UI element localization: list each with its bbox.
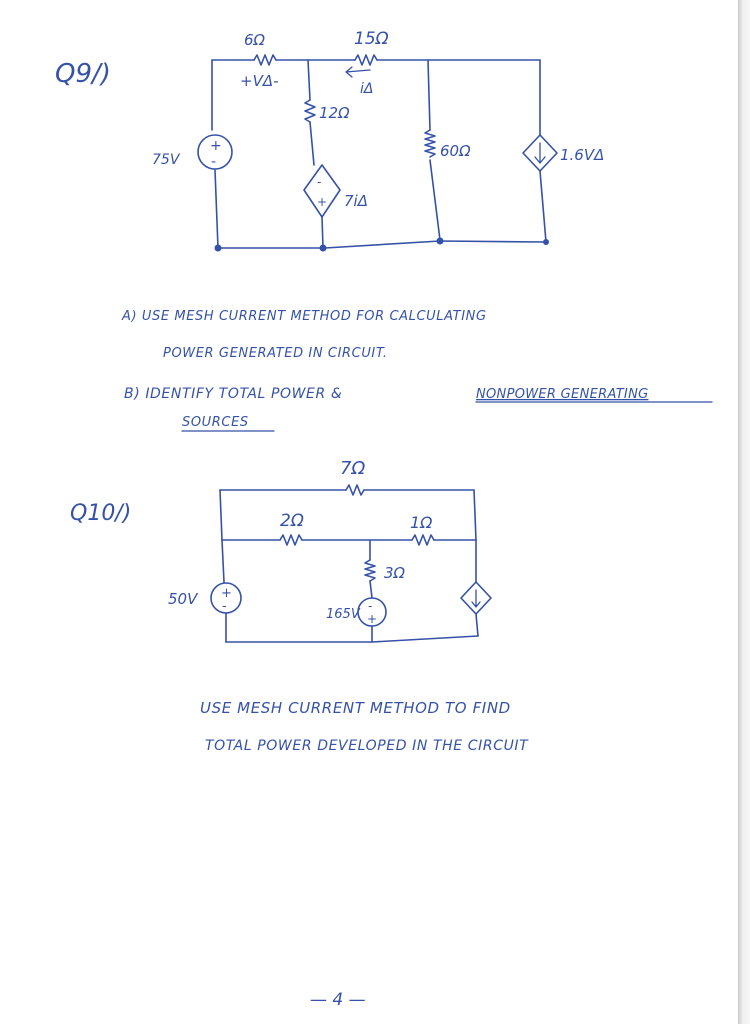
- q10-wire-bottom: [225, 635, 479, 643]
- q9-label-12ohm: 12Ω: [319, 104, 350, 122]
- q9-circuit: + - - +: [197, 54, 558, 252]
- q9-resistor-12: [304, 99, 316, 123]
- q9-label-idelta: iΔ: [360, 81, 373, 97]
- q10-instruction-line1: USE MESH CURRENT METHOD TO FIND: [200, 699, 511, 717]
- q9-wire-right-bottom: [539, 170, 547, 243]
- q9-label-dep-current: 1.6VΔ: [560, 146, 604, 164]
- q9-node: [436, 237, 444, 245]
- svg-text:-: -: [222, 599, 227, 614]
- page-edge-shadow: [738, 0, 750, 1024]
- q9-label-6ohm: 6Ω: [244, 31, 266, 49]
- q9-label-75v: 75V: [152, 152, 181, 168]
- q9-label-60ohm: 60Ω: [440, 142, 471, 160]
- svg-text:+: +: [210, 138, 222, 154]
- q9-node: [214, 244, 222, 252]
- q10-label-3ohm: 3Ω: [384, 564, 406, 582]
- q9-wire-mid-down: [309, 121, 315, 166]
- q10-wire-left-top: [219, 489, 223, 541]
- q10-label-165v: 165V: [326, 607, 361, 622]
- q9-question-b-line2: SOURCES: [182, 415, 249, 430]
- q9-label-vdelta: +VΔ-: [240, 72, 279, 90]
- arrow-left-icon: [345, 66, 371, 78]
- q9-node: [319, 244, 327, 252]
- q10-resistor-7: [345, 484, 365, 496]
- arrow-down-icon: [471, 589, 481, 608]
- q10-instruction-line2: TOTAL POWER DEVELOPED IN THE CIRCUIT: [205, 738, 529, 754]
- q9-wire-left-down: [214, 169, 219, 249]
- q9-node: [543, 239, 549, 245]
- q9-question-a-line1: A) USE MESH CURRENT METHOD FOR CALCULATI…: [121, 309, 487, 324]
- q10-wire-right-bottom: [475, 613, 479, 637]
- q9-label-15ohm: 15Ω: [354, 29, 389, 49]
- q10-label-1ohm: 1Ω: [410, 513, 433, 532]
- q10-resistor-1: [411, 534, 435, 546]
- q9-label-dep-voltage: 7iΔ: [344, 192, 368, 210]
- q10-label-7ohm: 7Ω: [340, 458, 365, 479]
- q9-question-a-line2: POWER GENERATED IN CIRCUIT.: [163, 346, 388, 361]
- q9-dependent-voltage-source: [303, 164, 341, 218]
- q9-resistor-60: [424, 129, 436, 158]
- q9-wire-mid-top: [307, 59, 311, 101]
- q10-label-2ohm: 2Ω: [280, 511, 304, 531]
- q9-wire-bottom: [217, 240, 547, 249]
- q10-label: Q10/): [70, 501, 131, 526]
- q9-resistor-15: [354, 54, 378, 66]
- q9-label: Q9/): [55, 59, 111, 89]
- q9-wire-60-bottom: [429, 159, 441, 241]
- svg-text:-: -: [368, 599, 372, 613]
- svg-text:+: +: [367, 612, 377, 626]
- q10-resistor-2: [279, 534, 303, 546]
- q10-wire-right-top: [473, 489, 477, 541]
- q9-question-b-underlined: NONPOWER GENERATING: [476, 387, 648, 402]
- q10-circuit: + - - +: [210, 484, 492, 643]
- svg-text:-: -: [211, 154, 216, 170]
- q9-source-75v: [197, 134, 233, 170]
- q9-resistor-6: [253, 54, 277, 66]
- q10-resistor-3: [364, 559, 376, 582]
- q9-question-b-line1: B) IDENTIFY TOTAL POWER &: [124, 386, 342, 402]
- q9-wire-mid-bottom: [321, 216, 324, 249]
- arrow-down-icon: [534, 142, 546, 164]
- q10-wire-center-mid: [369, 580, 373, 599]
- q10-label-50v: 50V: [168, 590, 199, 608]
- q9-wire-60-top: [427, 59, 431, 131]
- page-number: — 4 —: [310, 990, 366, 1010]
- q10-wire-left-mid: [221, 539, 225, 583]
- svg-text:-: -: [317, 175, 321, 189]
- svg-text:+: +: [221, 586, 232, 601]
- svg-text:+: +: [317, 195, 327, 209]
